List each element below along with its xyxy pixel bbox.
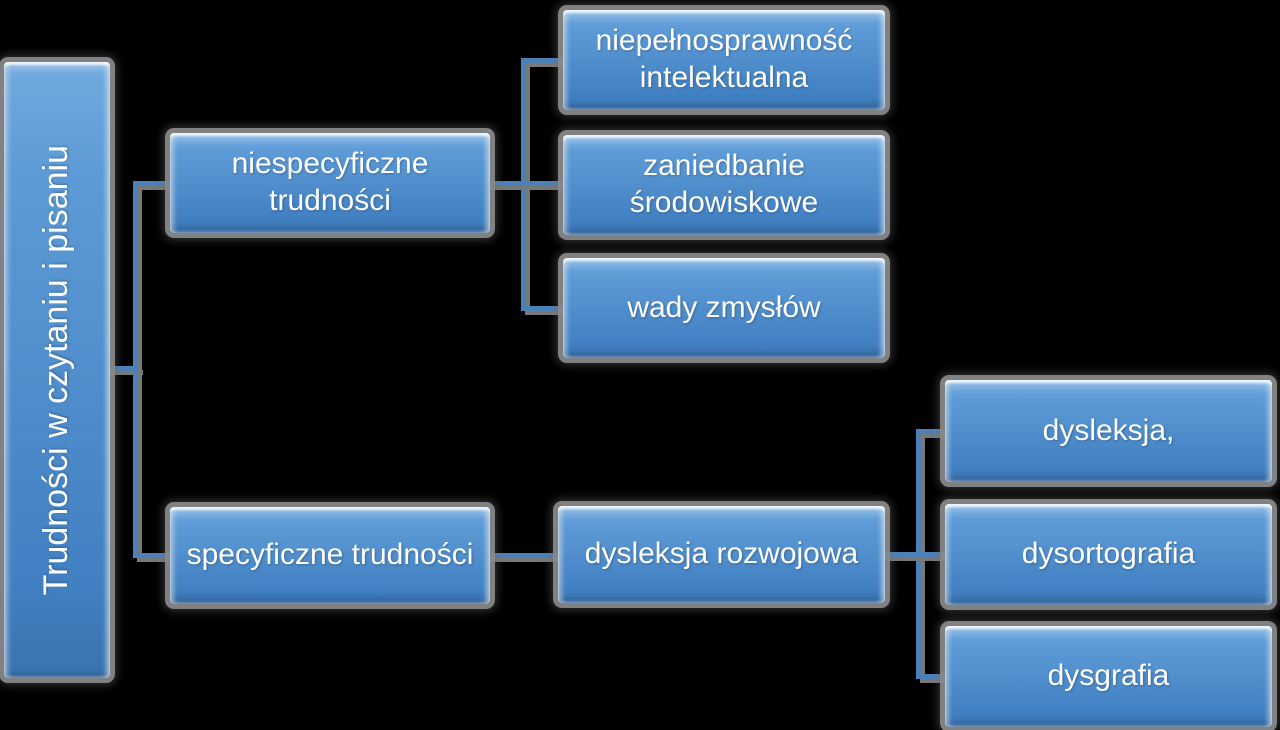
connector-to-specific	[133, 553, 175, 558]
node-developmental-dyslexia: dysleksja rozwojowa	[558, 506, 885, 603]
node-dysgraphia-label: dysgrafia	[1047, 659, 1170, 693]
node-environmental-neglect: zaniedbanie środowiskowe	[563, 135, 885, 235]
connector-to-dysgraphia	[916, 674, 950, 679]
node-intellectual-label: niepełnosprawność intelektualna	[595, 24, 853, 94]
connector-root-stub	[105, 366, 139, 371]
connector-dyslexiadev-to-dysorthography	[881, 552, 950, 557]
node-dysorthography: dysortografia	[945, 504, 1272, 605]
connector-to-nonspecific	[133, 181, 175, 186]
node-dyslexia-label: dysleksja,	[1042, 413, 1175, 447]
node-sensory-defects: wady zmysłów	[563, 258, 885, 358]
node-specific-difficulties: specyficzne trudności	[170, 507, 490, 604]
connector-to-dyslexia	[916, 429, 950, 434]
node-specific-label: specyficzne trudności	[186, 538, 474, 572]
node-senses-label: wady zmysłów	[627, 290, 821, 324]
node-dyslexia: dysleksja,	[945, 380, 1272, 482]
connector-specific-to-dyslexia-dev	[486, 553, 564, 558]
connector-to-intellectual	[521, 58, 569, 63]
node-nonspecific-difficulties: niespecyficzne trudności	[170, 133, 490, 233]
connector-left-bracket-vertical	[133, 181, 138, 558]
node-dyslexia-dev-label: dysleksja rozwojowa	[584, 537, 859, 571]
node-root-label: Trudności w czytaniu i pisaniu	[37, 144, 76, 596]
node-nonspecific-label: niespecyficzne trudności	[231, 147, 429, 217]
connector-to-senses	[521, 306, 569, 311]
node-root-trudnosci: Trudności w czytaniu i pisaniu	[4, 62, 110, 678]
node-neglect-label: zaniedbanie środowiskowe	[629, 149, 819, 219]
node-dysorthography-label: dysortografia	[1021, 537, 1196, 571]
connector-nonspecific-to-neglect	[486, 181, 569, 186]
node-intellectual-disability: niepełnosprawność intelektualna	[563, 10, 885, 110]
node-dysgraphia: dysgrafia	[945, 626, 1272, 727]
